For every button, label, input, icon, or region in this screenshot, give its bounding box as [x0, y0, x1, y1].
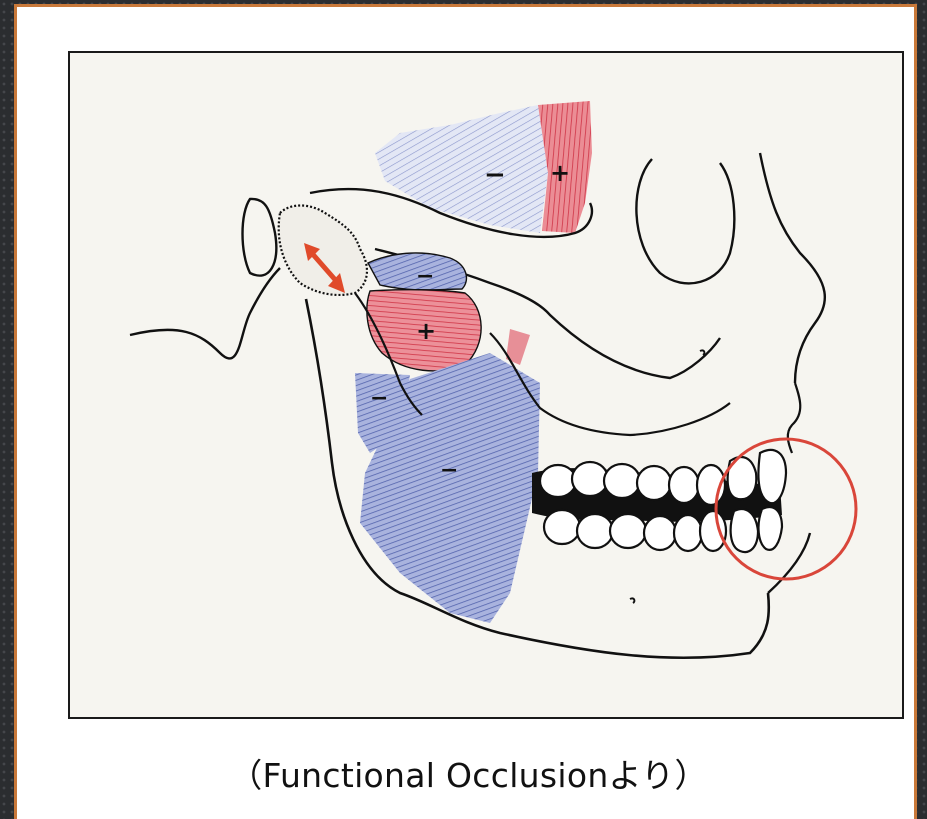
- slide: + − − + − − （Functional Occlusionより）: [14, 4, 917, 819]
- temporalis-posterior-muscle: [375, 105, 548, 233]
- condyle-outline: [279, 206, 367, 295]
- lateral-pterygoid-lower-sign: +: [416, 317, 436, 345]
- frontal-bone-outline: [760, 153, 825, 383]
- jaw-illustration-frame: + − − + − −: [68, 51, 904, 719]
- nasal-mark: [700, 350, 704, 355]
- maxilla-front-outline: [788, 383, 800, 453]
- figure-caption: （Functional Occlusionより）: [17, 749, 920, 797]
- medial-pterygoid-sign: −: [370, 386, 388, 411]
- lateral-pterygoid-upper-sign: −: [416, 264, 434, 289]
- orbit-outline: [636, 159, 734, 283]
- jaw-muscle-diagram: + − − + − −: [70, 53, 902, 717]
- temporalis-posterior-sign: −: [484, 160, 506, 190]
- masseter-sign: −: [440, 458, 458, 483]
- ear-outline: [243, 199, 277, 276]
- mastoid-outline: [130, 268, 280, 358]
- mental-foramen-mark: [630, 598, 634, 603]
- temporalis-anterior-sign: +: [550, 159, 570, 187]
